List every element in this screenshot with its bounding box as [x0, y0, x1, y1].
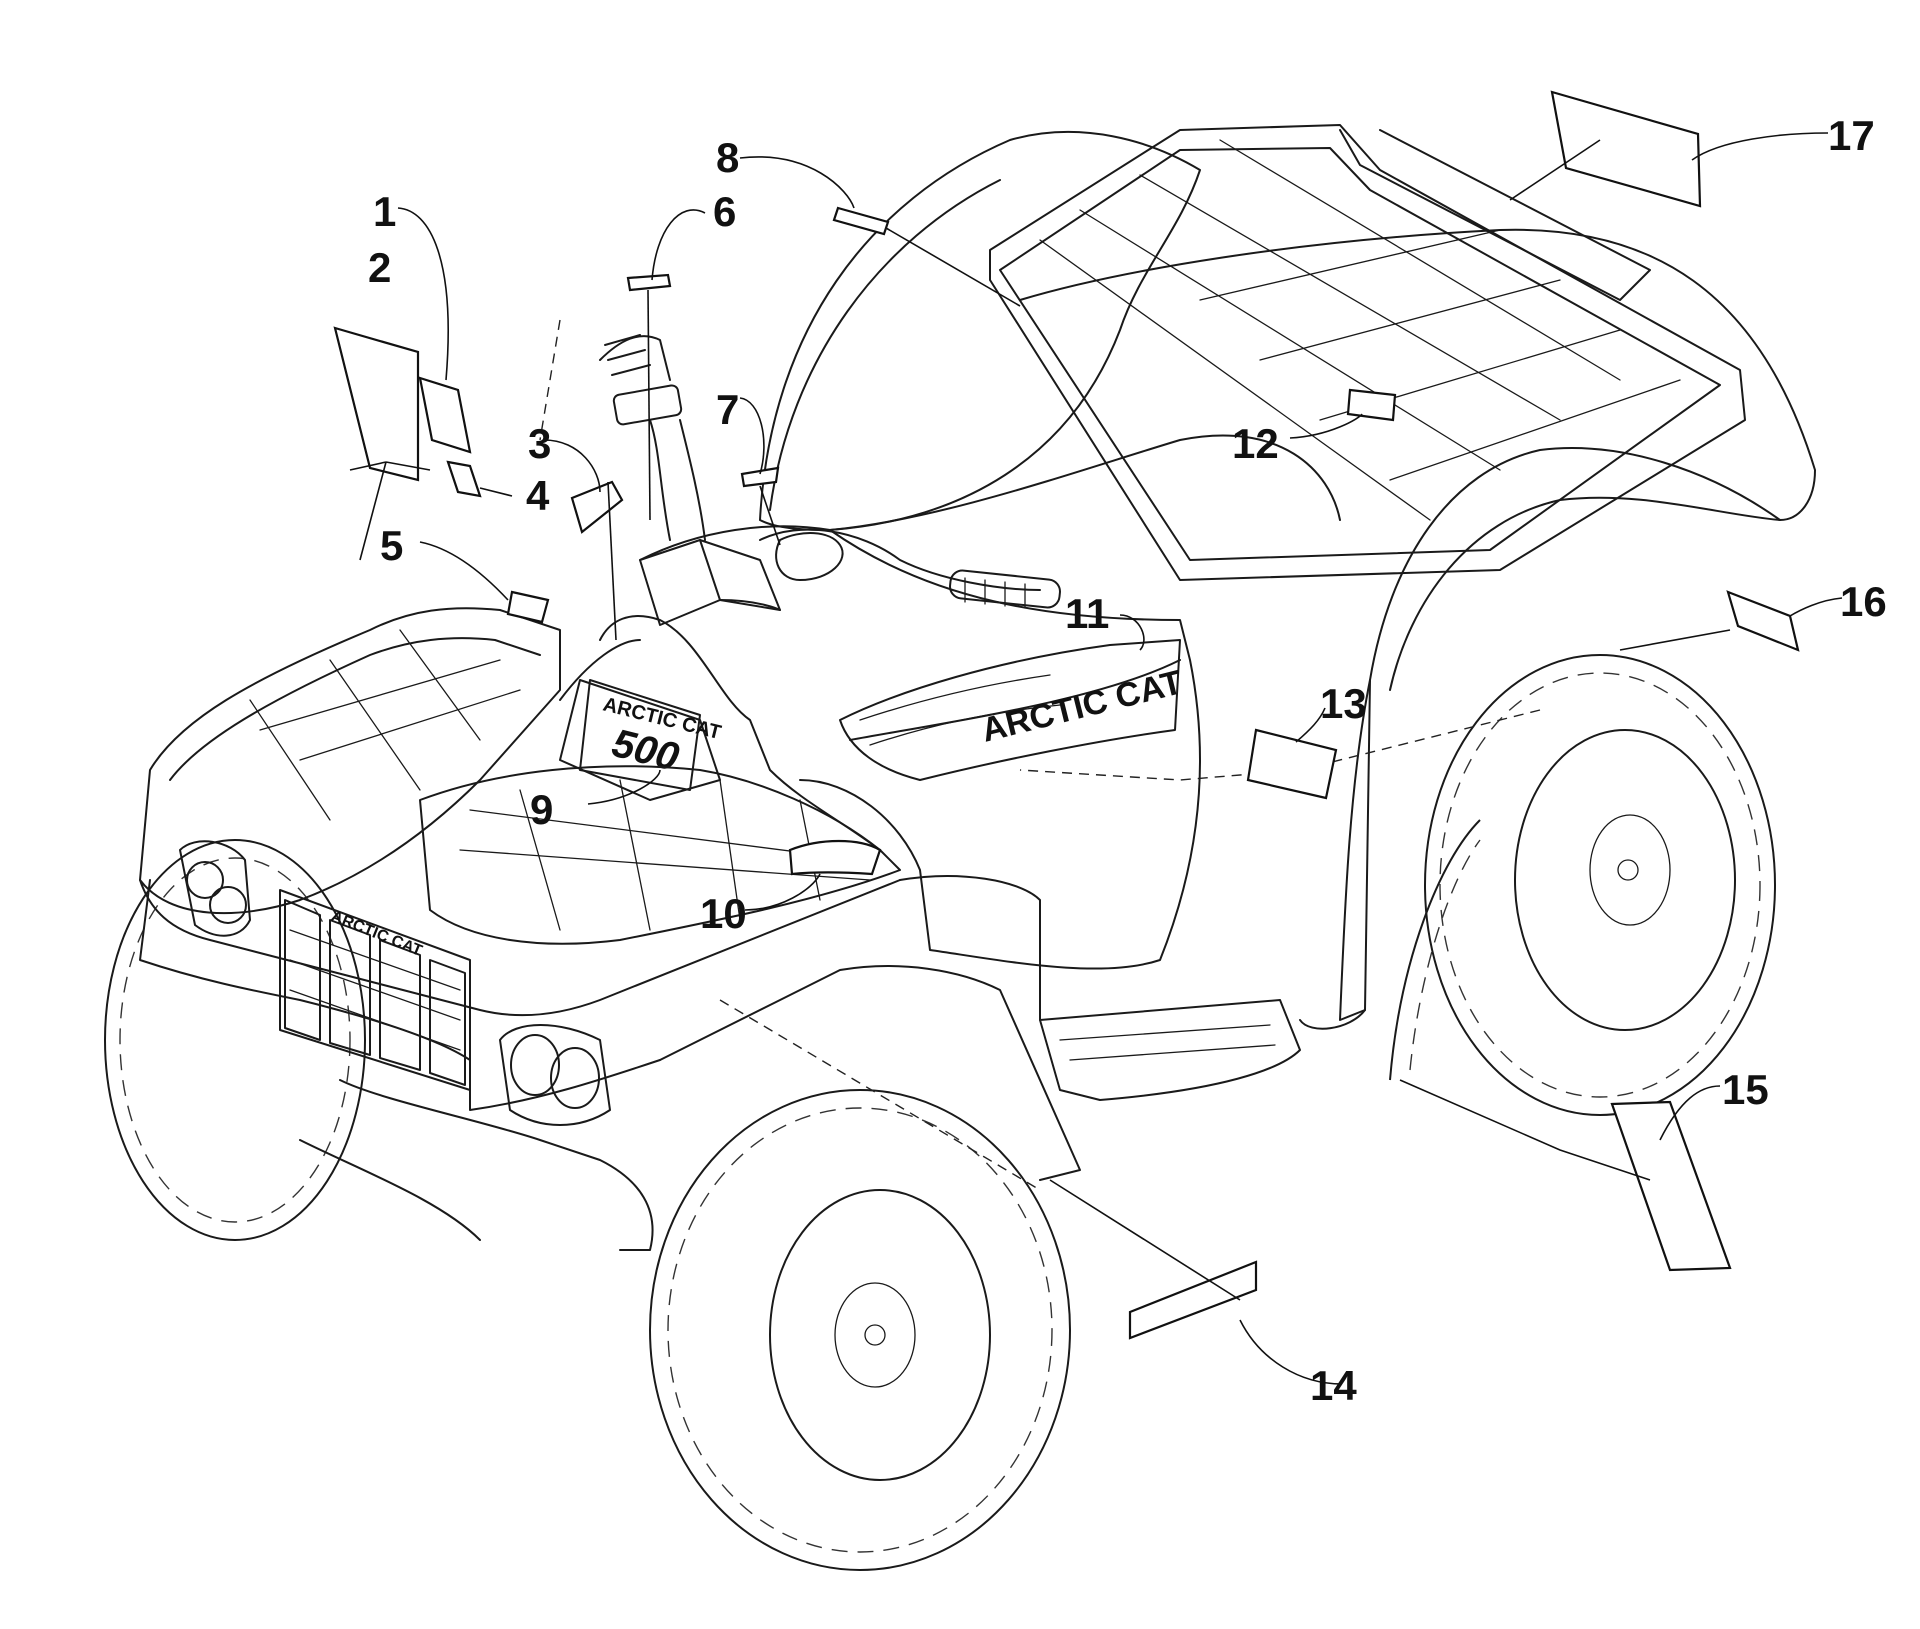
callout-16: 16 [1840, 578, 1887, 625]
callout-6: 6 [713, 188, 736, 235]
callout-12: 12 [1232, 420, 1279, 467]
callout-11: 11 [1065, 590, 1109, 637]
decals [333, 90, 1800, 1340]
rear-right-wheel [1424, 654, 1776, 1116]
decal-10 [788, 839, 882, 876]
side-logo-panel: ARCTIC CAT [839, 639, 1187, 781]
right-headlight [499, 1024, 611, 1126]
front-right-wheel [649, 1089, 1071, 1571]
footwell [899, 875, 1301, 1101]
callout-13: 13 [1320, 680, 1367, 727]
decal-12 [1346, 388, 1397, 422]
callout-17: 17 [1828, 112, 1875, 159]
grille-brand-logo: ARCTIC CAT [329, 908, 425, 960]
rear-rack [989, 124, 1746, 581]
callout-2: 2 [368, 244, 391, 291]
decal-6 [626, 273, 672, 292]
callout-3: 3 [528, 420, 551, 467]
handlebar-assembly [599, 334, 1061, 609]
rear-fender [1019, 228, 1816, 1030]
decal-16 [1726, 590, 1800, 652]
callout-numbers: 1 2 3 4 5 6 7 8 9 10 11 12 13 14 15 16 1… [368, 112, 1887, 1409]
handlebar-headlight-pod [639, 539, 781, 626]
grille: ARCTIC CAT [279, 889, 471, 1091]
callout-9: 9 [530, 786, 553, 833]
hidden-lines [539, 319, 1541, 1191]
decal-4 [446, 460, 482, 498]
callout-4: 4 [526, 472, 550, 519]
front-left-wheel [104, 839, 366, 1241]
decal-17 [1550, 90, 1702, 208]
callout-7: 7 [716, 386, 739, 433]
decal-14 [1128, 1260, 1258, 1340]
decal-7 [740, 466, 780, 488]
rear-left-wheel [1389, 819, 1481, 1081]
side-brand-logo: ARCTIC CAT [978, 663, 1187, 750]
side-panel [639, 525, 1201, 970]
seat [759, 130, 1341, 531]
callout-8: 8 [716, 134, 739, 181]
hood-logo: ARCTIC CAT 500 [579, 679, 723, 791]
decal-5 [506, 590, 550, 624]
decal-2 [333, 326, 420, 482]
callout-5: 5 [380, 522, 403, 569]
callout-15: 15 [1722, 1066, 1769, 1113]
decal-3 [570, 480, 624, 534]
front-rack [139, 607, 561, 915]
front-bumper [299, 1079, 654, 1251]
callout-14: 14 [1310, 1362, 1357, 1409]
decal-15 [1610, 1100, 1732, 1272]
decal-13 [1246, 728, 1338, 800]
front-deck [419, 765, 901, 945]
callout-1: 1 [373, 188, 396, 235]
decal-8 [832, 206, 890, 236]
leader-lines [349, 132, 1843, 1385]
decal-1 [418, 376, 472, 454]
callout-10: 10 [700, 890, 747, 937]
left-headlight [179, 840, 251, 937]
